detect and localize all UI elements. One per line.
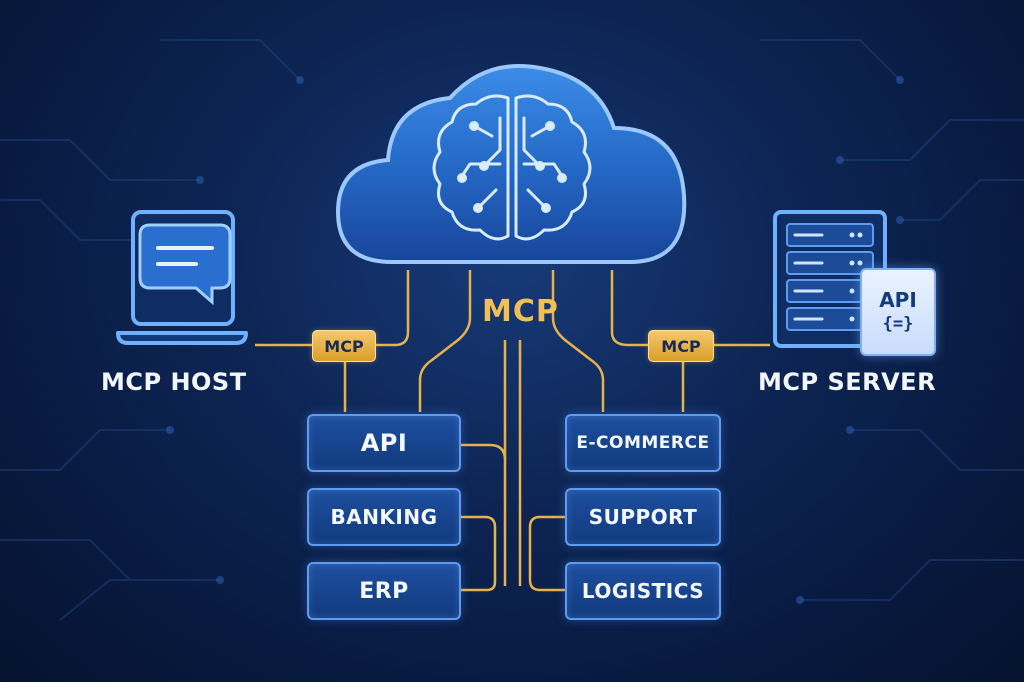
system-box-e-commerce[interactable]: E-COMMERCE [565,414,721,472]
api-card-icon: API {=} [860,268,936,356]
system-box-banking[interactable]: BANKING [307,488,461,546]
system-box-logistics[interactable]: LOGISTICS [565,562,721,620]
brain-circuit-icon [432,94,592,241]
system-box-erp[interactable]: ERP [307,562,461,620]
system-box-support[interactable]: SUPPORT [565,488,721,546]
mcp-server-label: MCP SERVER [758,368,937,396]
right-mcp-connector-badge: MCP [648,330,714,362]
mcp-host-label: MCP HOST [101,368,247,396]
api-card-symbol: {=} [882,314,914,334]
center-mcp-label: MCP [482,294,559,329]
system-box-api[interactable]: API [307,414,461,472]
left-mcp-connector-badge: MCP [312,330,376,362]
api-card-title: API [879,288,917,312]
